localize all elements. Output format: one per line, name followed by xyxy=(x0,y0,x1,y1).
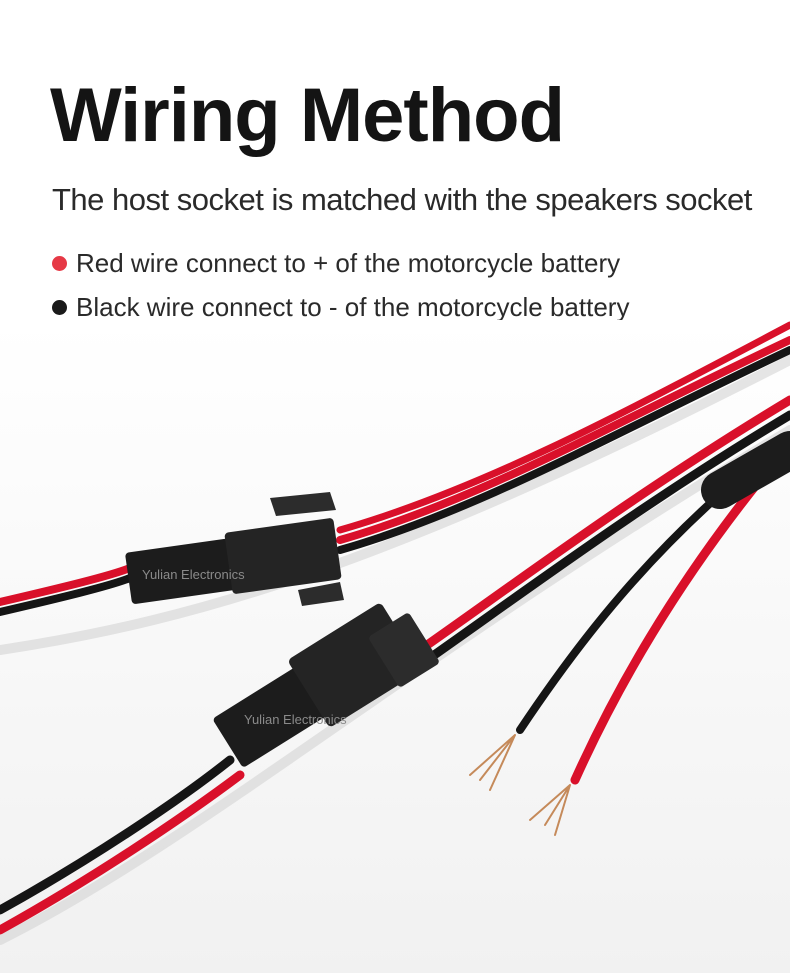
lower-wire-bundle xyxy=(0,395,790,935)
subtitle: The host socket is matched with the spea… xyxy=(52,182,752,217)
upper-connector xyxy=(125,492,344,606)
red-dot-icon xyxy=(52,256,67,271)
bullet-text: Red wire connect to + of the motorcycle … xyxy=(76,248,621,278)
page-title: Wiring Method xyxy=(50,73,565,158)
watermark: Yulian Electronics xyxy=(142,567,245,582)
lower-connector xyxy=(213,603,439,767)
upper-wire-bundle xyxy=(0,321,790,616)
bullet-black-wire: Black wire connect to - of the motorcycl… xyxy=(52,292,629,323)
watermark: Yulian Electronics xyxy=(244,712,347,727)
stripped-wires xyxy=(469,431,790,836)
bullet-red-wire: Red wire connect to + of the motorcycle … xyxy=(52,248,620,279)
black-dot-icon xyxy=(52,300,67,315)
wiring-photo: Yulian Electronics Yulian Electronics xyxy=(0,320,790,973)
bullet-text: Black wire connect to - of the motorcycl… xyxy=(76,292,630,322)
